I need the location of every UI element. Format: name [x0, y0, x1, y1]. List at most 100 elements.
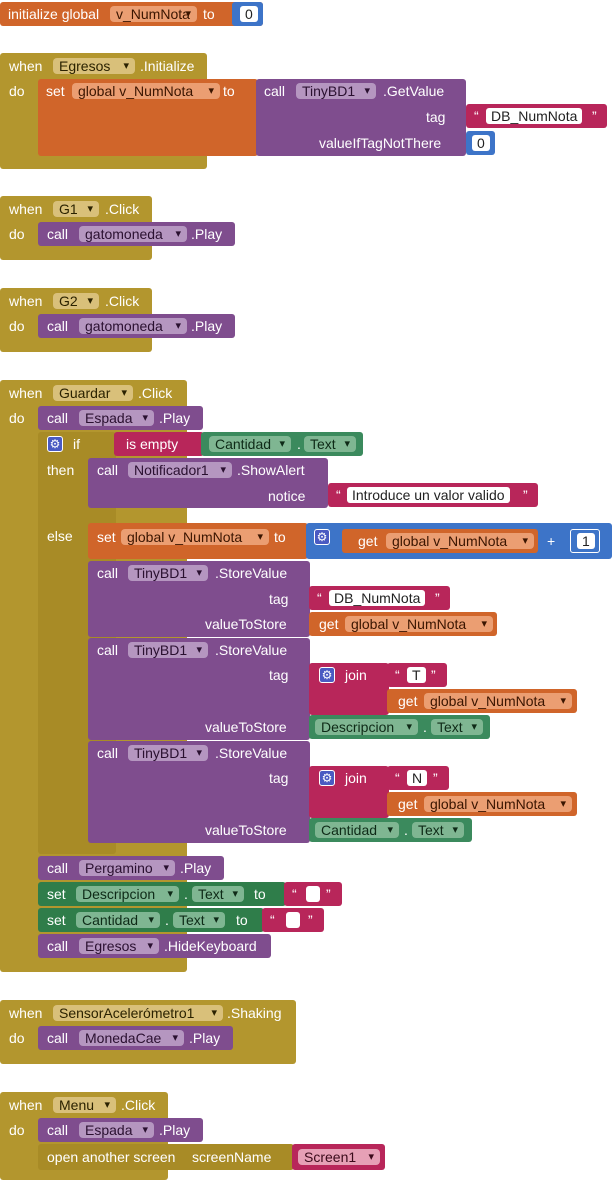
- number-block[interactable]: 0: [232, 2, 263, 26]
- component-dropdown[interactable]: Menu: [53, 1097, 116, 1113]
- global-init-to: to: [203, 6, 215, 22]
- component-dropdown[interactable]: Guardar: [53, 385, 133, 401]
- text-block-t[interactable]: “ T ”: [387, 663, 447, 687]
- component-dropdown[interactable]: Cantidad: [76, 912, 160, 928]
- component-dropdown[interactable]: SensorAcelerómetro1: [53, 1005, 223, 1021]
- call-play-block[interactable]: call Espada .Play: [38, 1118, 203, 1142]
- get-global-block[interactable]: get global v_NumNota: [309, 612, 497, 636]
- call-play-block[interactable]: call gatomoneda .Play: [38, 314, 235, 338]
- do-label: do: [9, 1122, 25, 1138]
- var-dropdown[interactable]: global v_NumNota: [121, 529, 269, 545]
- store-value-block-2[interactable]: call TinyBD1 .StoreValue tag valueToStor…: [88, 638, 310, 740]
- sound-dropdown[interactable]: Espada: [79, 1122, 154, 1138]
- component-dropdown[interactable]: Cantidad: [209, 436, 291, 452]
- text-block-n[interactable]: “ N ”: [387, 766, 449, 790]
- call-play-block[interactable]: call gatomoneda .Play: [38, 222, 235, 246]
- screen-dropdown[interactable]: Screen1: [298, 1149, 380, 1165]
- sound-dropdown[interactable]: gatomoneda: [79, 318, 187, 334]
- method-name: .StoreValue: [215, 745, 288, 761]
- component-dropdown[interactable]: Descripcion: [315, 719, 418, 735]
- var-dropdown[interactable]: global v_NumNota: [424, 796, 572, 812]
- cantidad-text-getter[interactable]: Cantidad . Text: [309, 818, 472, 842]
- sound-dropdown[interactable]: Espada: [79, 410, 154, 426]
- tag-value[interactable]: DB_NumNota: [486, 108, 583, 124]
- gear-icon[interactable]: ⚙: [314, 529, 330, 545]
- number-socket[interactable]: 1: [570, 529, 600, 553]
- component-dropdown[interactable]: G1: [53, 201, 99, 217]
- is-empty-block[interactable]: is empty: [114, 432, 204, 456]
- open-label: open another screen: [47, 1149, 176, 1165]
- var-dropdown[interactable]: global v_NumNota: [386, 533, 534, 549]
- empty-value[interactable]: [286, 912, 300, 928]
- empty-text-block[interactable]: “ ”: [262, 908, 324, 932]
- component-dropdown[interactable]: Egresos: [53, 58, 135, 74]
- set-descripcion-text[interactable]: set Descripcion . Text to: [38, 882, 286, 906]
- open-screen-block[interactable]: open another screen screenName: [38, 1144, 294, 1170]
- text-block-tag[interactable]: “ DB_NumNota ”: [466, 104, 607, 128]
- t-value[interactable]: T: [407, 667, 426, 683]
- do-label: do: [9, 1030, 25, 1046]
- db-dropdown[interactable]: TinyBD1: [128, 565, 208, 581]
- call-play-block[interactable]: call MonedaCae .Play: [38, 1026, 233, 1050]
- n-value[interactable]: N: [407, 770, 428, 786]
- event-name: .Click: [105, 293, 140, 309]
- screen-block[interactable]: Screen1: [292, 1144, 385, 1170]
- component-dropdown[interactable]: Egresos: [79, 938, 159, 954]
- sound-dropdown[interactable]: Pergamino: [79, 860, 175, 876]
- property-dropdown[interactable]: Text: [304, 436, 356, 452]
- get-global-block[interactable]: get global v_NumNota: [342, 529, 538, 553]
- property-dropdown[interactable]: Text: [192, 886, 244, 902]
- descripcion-text-getter[interactable]: Descripcion . Text: [309, 715, 490, 739]
- var-dropdown[interactable]: global v_NumNota: [345, 616, 493, 632]
- get-global-block[interactable]: get global v_NumNota: [387, 689, 577, 713]
- call-pergamino-play[interactable]: call Pergamino .Play: [38, 856, 224, 880]
- show-alert-block[interactable]: call Notificador1 .ShowAlert notice: [88, 458, 328, 508]
- db-dropdown[interactable]: TinyBD1: [128, 745, 208, 761]
- vts-label: valueToStore: [205, 719, 287, 735]
- number-value[interactable]: 0: [472, 135, 490, 151]
- store-value-block-1[interactable]: call TinyBD1 .StoreValue tag valueToStor…: [88, 561, 310, 637]
- set-cantidad-text[interactable]: set Cantidad . Text to: [38, 908, 264, 932]
- call-hide-keyboard[interactable]: call Egresos .HideKeyboard: [38, 934, 271, 958]
- global-var-name[interactable]: v_NumNota: [110, 6, 197, 22]
- gear-icon[interactable]: ⚙: [319, 770, 335, 786]
- method-name: .Play: [159, 1122, 191, 1138]
- property-dropdown[interactable]: Text: [173, 912, 225, 928]
- call-espada-play[interactable]: call Espada .Play: [38, 406, 203, 430]
- db-dropdown[interactable]: TinyBD1: [128, 642, 208, 658]
- empty-text-block[interactable]: “ ”: [284, 882, 342, 906]
- var-dropdown[interactable]: global v_NumNota: [424, 693, 572, 709]
- property-dropdown[interactable]: Text: [412, 822, 464, 838]
- gear-icon[interactable]: ⚙: [47, 436, 63, 452]
- quote-open: “: [395, 667, 400, 683]
- get-global-block[interactable]: get global v_NumNota: [387, 792, 577, 816]
- notice-value[interactable]: Introduce un valor valido: [347, 487, 510, 503]
- component-dropdown[interactable]: Descripcion: [76, 886, 179, 902]
- var-dropdown[interactable]: global v_NumNota: [72, 83, 220, 99]
- number-value[interactable]: 0: [240, 6, 258, 22]
- property-dropdown[interactable]: Text: [431, 719, 483, 735]
- text-block-notice[interactable]: “ Introduce un valor valido ”: [328, 483, 538, 507]
- join-block[interactable]: ⚙ join: [309, 663, 389, 715]
- get-label: get: [319, 616, 339, 632]
- sound-dropdown[interactable]: MonedaCae: [79, 1030, 184, 1046]
- join-block[interactable]: ⚙ join: [309, 766, 389, 818]
- text-block-tag[interactable]: “ DB_NumNota ”: [309, 586, 450, 610]
- set-global-block[interactable]: set global v_NumNota to: [38, 79, 258, 156]
- getvalue-block[interactable]: call TinyBD1 .GetValue tag valueIfTagNot…: [256, 79, 466, 156]
- event-name: .Click: [105, 201, 140, 217]
- db-dropdown[interactable]: TinyBD1: [296, 83, 376, 99]
- empty-value[interactable]: [306, 886, 320, 902]
- number-block[interactable]: 0: [466, 131, 495, 155]
- number-value[interactable]: 1: [577, 533, 595, 549]
- store-value-block-3[interactable]: call TinyBD1 .StoreValue tag valueToStor…: [88, 741, 310, 843]
- tag-value[interactable]: DB_NumNota: [329, 590, 426, 606]
- gear-icon[interactable]: ⚙: [319, 667, 335, 683]
- notifier-dropdown[interactable]: Notificador1: [128, 462, 232, 478]
- component-dropdown[interactable]: G2: [53, 293, 99, 309]
- global-init-block[interactable]: initialize global v_NumNota to 0: [0, 2, 263, 26]
- sound-dropdown[interactable]: gatomoneda: [79, 226, 187, 242]
- cantidad-text-getter[interactable]: Cantidad . Text: [201, 432, 363, 456]
- component-dropdown[interactable]: Cantidad: [315, 822, 399, 838]
- set-global-block[interactable]: set global v_NumNota to: [88, 523, 308, 559]
